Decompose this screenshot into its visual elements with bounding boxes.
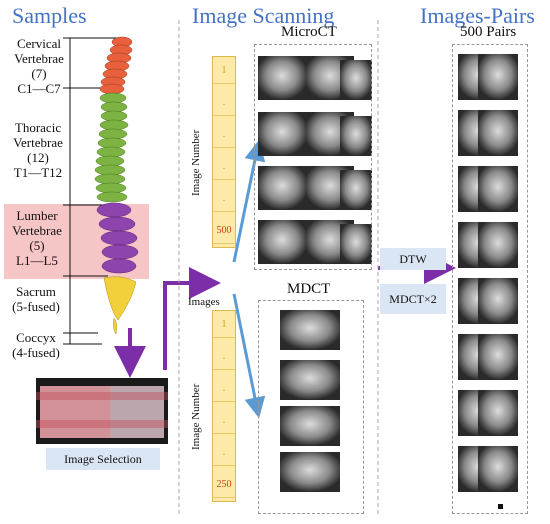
mdct-index-1: 1 — [213, 311, 235, 338]
selection-image — [36, 378, 168, 444]
thoracic-label: Thoracic Vertebrae (12) T1—T12 — [4, 120, 72, 180]
samples-heading: Samples — [12, 3, 87, 28]
mdct-images — [280, 310, 340, 492]
pairs-panel — [452, 44, 528, 514]
sacrum-label: Sacrum (5-fused) — [4, 284, 68, 314]
microct-index-5: . — [213, 185, 235, 212]
coccyx-label: Coccyx (4-fused) — [4, 330, 68, 360]
mdct-x2-label: MDCT×2 — [380, 284, 446, 314]
sacrum-line-2: (5-fused) — [12, 299, 60, 314]
image-scanning-heading: Image Scanning — [192, 3, 335, 28]
mdct-index-4: . — [213, 407, 235, 434]
blue-arrows — [232, 139, 266, 419]
mdct-panel — [258, 300, 364, 514]
microct-title: MicroCT — [281, 24, 337, 40]
column-separators — [178, 20, 379, 515]
microct-index-6: 500 — [213, 217, 235, 244]
cervical-line-2: Vertebrae — [14, 51, 64, 66]
mdct-index-5: . — [213, 439, 235, 466]
coccyx-line-2: (4-fused) — [12, 345, 60, 360]
images-pairs-heading: Images-Pairs — [420, 3, 535, 28]
thoracic-line-3: (12) — [27, 150, 49, 165]
microct-index-2: . — [213, 89, 235, 116]
lumber-label: Lumber Vertebrae (5) L1—L5 — [6, 208, 68, 268]
microct-index-4: . — [213, 153, 235, 180]
mdct-title: MDCT — [287, 281, 331, 297]
image-selection-label: Image Selection — [46, 448, 160, 470]
microct-images — [258, 56, 372, 264]
mdct-index-6: 250 — [213, 471, 235, 498]
spine-brackets — [63, 37, 122, 345]
cervical-label: Cervical Vertebrae (7) C1—C7 — [8, 36, 70, 96]
cervical-line-3: (7) — [31, 66, 47, 81]
coccyx-line-1: Coccyx — [16, 330, 56, 345]
thoracic-line-1: Thoracic — [14, 120, 62, 135]
microct-image-number-label: Image Number — [190, 129, 202, 197]
mdct-index-2: . — [213, 343, 235, 370]
cervical-line-1: Cervical — [16, 36, 62, 51]
spine-illustration — [94, 36, 139, 335]
lumber-line-4: L1—L5 — [16, 253, 58, 268]
microct-index-1: 1 — [213, 57, 235, 84]
microct-index-bar: 1 . . . . 500 — [212, 56, 236, 248]
lumber-line-1: Lumber — [16, 208, 58, 223]
pairs-title: 500 Pairs — [460, 24, 517, 40]
lumber-line-2: Vertebrae — [12, 223, 62, 238]
lumber-line-3: (5) — [29, 238, 45, 253]
microct-panel — [254, 44, 372, 270]
cervical-line-4: C1—C7 — [17, 81, 61, 96]
thoracic-line-2: Vertebrae — [13, 135, 63, 150]
sacrum-line-1: Sacrum — [16, 284, 56, 299]
pair-images — [458, 54, 518, 509]
mdct-index-3: . — [213, 375, 235, 402]
thoracic-line-4: T1—T12 — [13, 165, 63, 180]
mdct-index-bar: 1 . . . . 250 — [212, 310, 236, 502]
images-label: Images — [188, 296, 220, 308]
mdct-image-number-label: Image Number — [190, 383, 202, 451]
dtw-label: DTW — [380, 248, 446, 270]
microct-index-3: . — [213, 121, 235, 148]
